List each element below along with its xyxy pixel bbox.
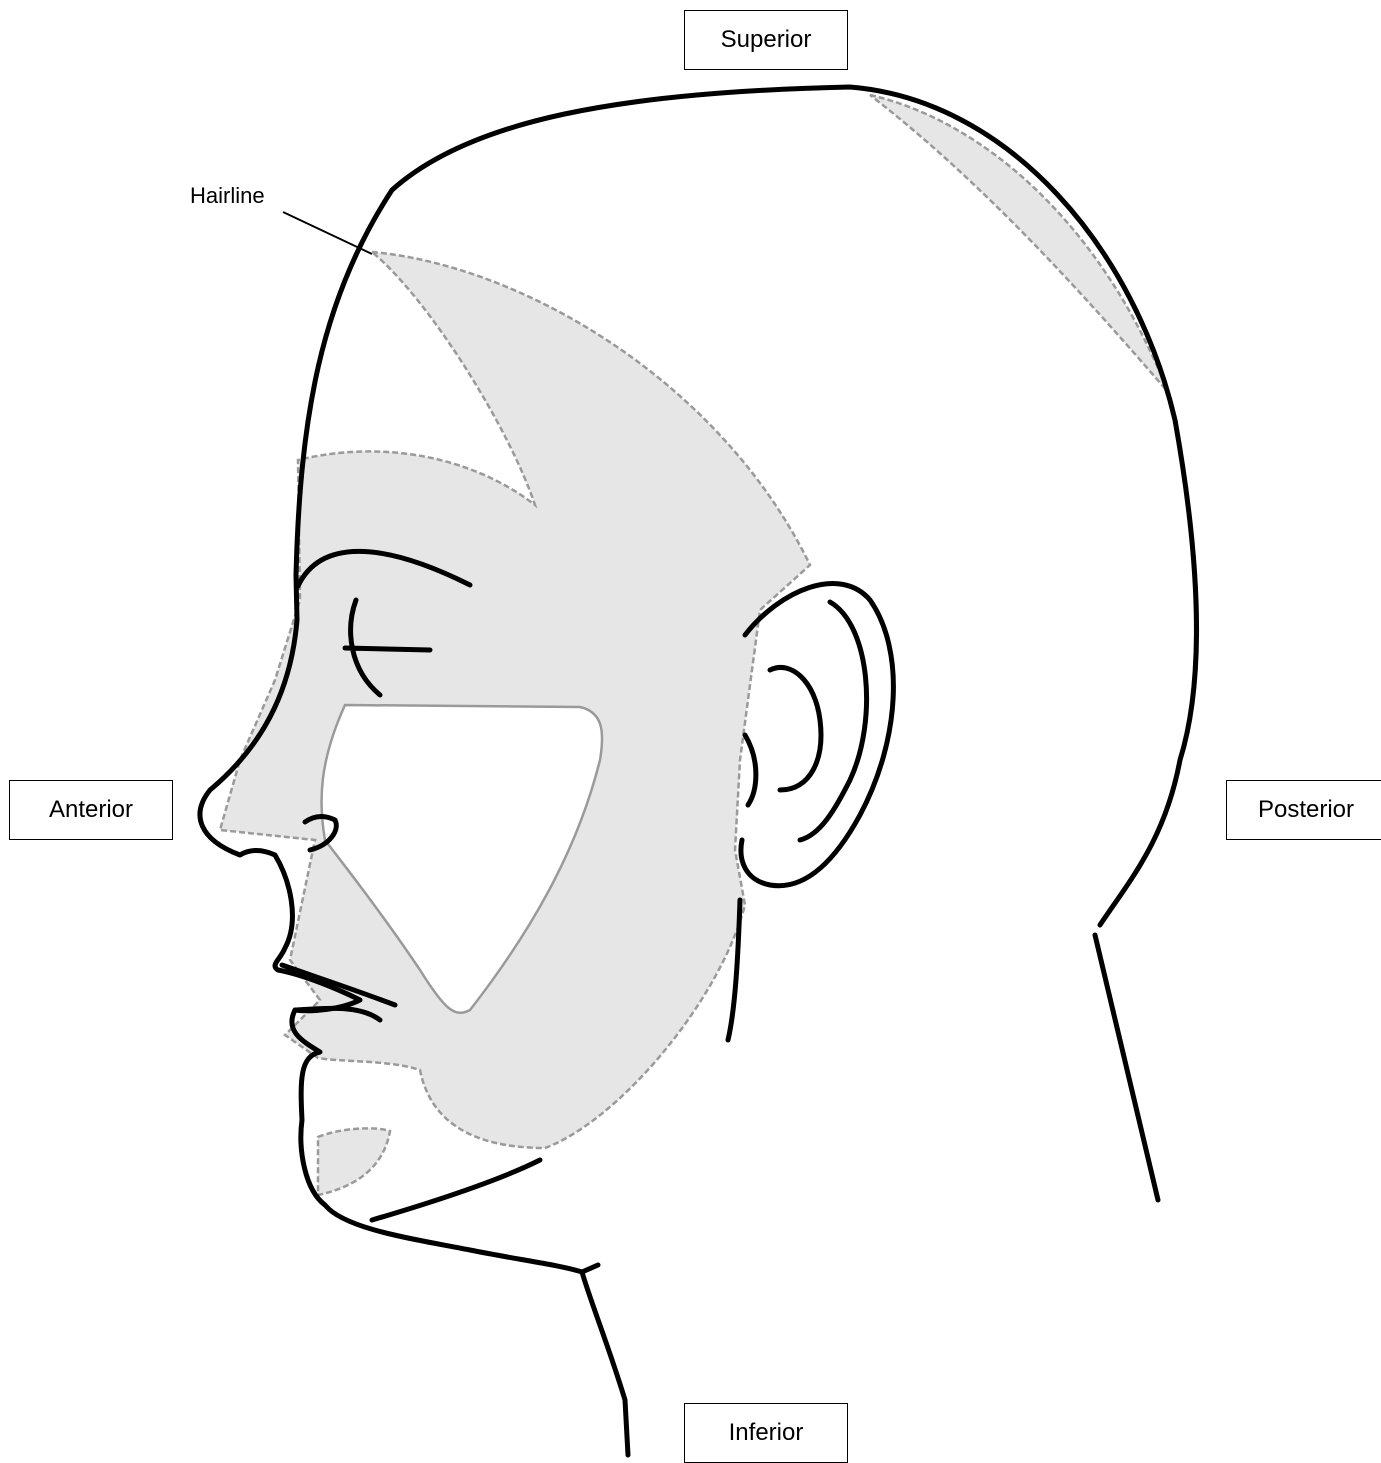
ear-inner-curve bbox=[800, 602, 867, 840]
neck-front-notch bbox=[582, 1265, 598, 1272]
label-superior: Superior bbox=[684, 10, 848, 70]
hairline-pointer-line bbox=[283, 212, 372, 254]
label-anterior: Anterior bbox=[9, 780, 173, 840]
label-inferior: Inferior bbox=[684, 1403, 848, 1463]
main-shaded-region bbox=[220, 252, 810, 1148]
ear-tragus bbox=[745, 735, 756, 805]
ear-antihelix bbox=[770, 667, 821, 790]
jaw-line bbox=[372, 1160, 540, 1220]
back-of-neck bbox=[1095, 935, 1158, 1200]
ear-outer-rim bbox=[741, 584, 893, 886]
shaded-regions bbox=[220, 95, 1168, 1195]
scalp-shaded-strip bbox=[870, 95, 1168, 392]
label-hairline: Hairline bbox=[190, 183, 265, 209]
label-posterior: Posterior bbox=[1226, 780, 1381, 840]
throat-line bbox=[582, 1272, 628, 1455]
chin-shaded-patch bbox=[318, 1128, 390, 1195]
